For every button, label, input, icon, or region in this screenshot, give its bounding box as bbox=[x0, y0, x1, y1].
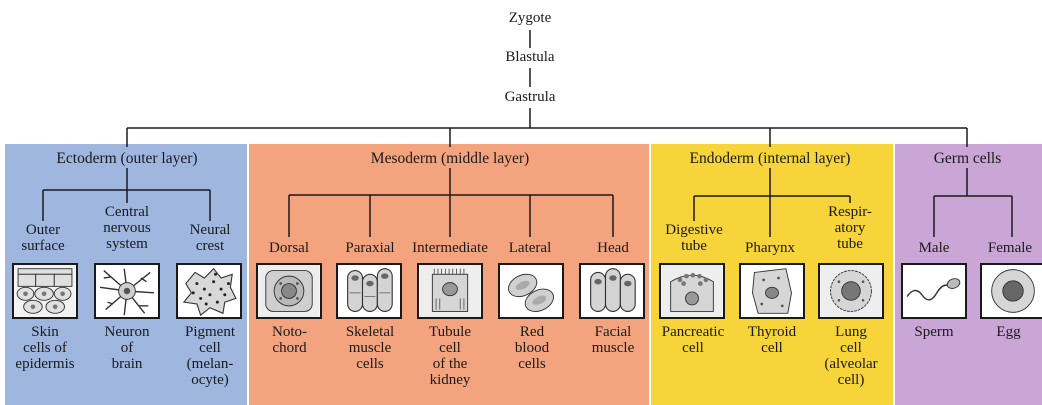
blastula-label: Blastula bbox=[480, 49, 580, 66]
pigment-cell-icon bbox=[176, 263, 242, 319]
gastrula-label: Gastrula bbox=[480, 89, 580, 106]
pancreatic-cell-icon bbox=[659, 263, 725, 319]
kidney-tubule-icon bbox=[417, 263, 483, 319]
zygote-label: Zygote bbox=[480, 10, 580, 27]
epidermis-cells-icon bbox=[12, 263, 78, 319]
germ-cells-title: Germ cells bbox=[895, 150, 1040, 168]
cell-label-notochord: Noto-chord bbox=[252, 324, 327, 356]
branch-label-intermediate: Intermediate bbox=[402, 240, 498, 256]
branch-label-paraxial: Paraxial bbox=[333, 240, 407, 256]
branch-label-dorsal: Dorsal bbox=[254, 240, 324, 256]
red-blood-cells-icon bbox=[498, 263, 564, 319]
cell-label-sperm: Sperm bbox=[895, 324, 973, 340]
skeletal-muscle-icon bbox=[336, 263, 402, 319]
egg-icon bbox=[980, 263, 1042, 319]
sperm-icon bbox=[901, 263, 967, 319]
mesoderm-title: Mesoderm (middle layer) bbox=[330, 150, 570, 168]
branch-label-male: Male bbox=[900, 240, 968, 256]
branch-label-lateral: Lateral bbox=[495, 240, 565, 256]
branch-label-female: Female bbox=[978, 240, 1042, 256]
notochord-icon bbox=[256, 263, 322, 319]
branch-label-pharynx: Pharynx bbox=[735, 240, 805, 256]
branch-label-head: Head bbox=[578, 240, 648, 256]
facial-muscle-icon bbox=[579, 263, 645, 319]
ectoderm-title: Ectoderm (outer layer) bbox=[7, 150, 247, 168]
neuron-icon bbox=[94, 263, 160, 319]
thyroid-cell-icon bbox=[739, 263, 805, 319]
lung-cell-icon bbox=[818, 263, 884, 319]
endoderm-title: Endoderm (internal layer) bbox=[650, 150, 890, 168]
cell-label-egg: Egg bbox=[975, 324, 1042, 340]
